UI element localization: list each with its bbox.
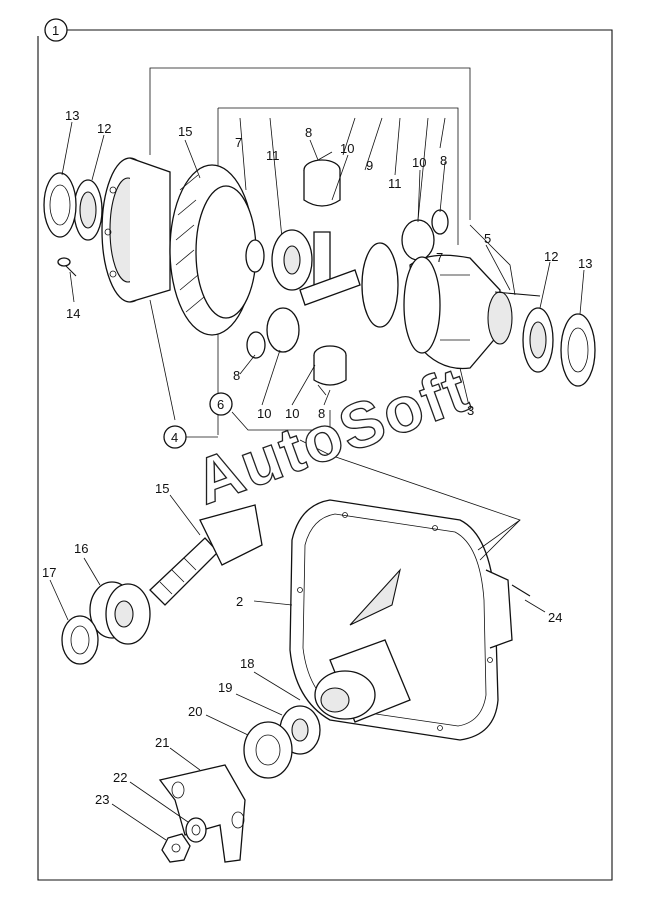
washer-22 <box>185 817 207 843</box>
part-label-21: 21 <box>155 735 169 750</box>
part-label-10: 10 <box>412 155 426 170</box>
part-label-11: 11 <box>266 148 280 163</box>
part-label-20: 20 <box>188 704 202 719</box>
yoke-flange <box>158 764 246 863</box>
part-label-14: 14 <box>66 306 80 321</box>
part-label-15: 15 <box>178 124 192 139</box>
group-label-4: 4 <box>171 430 178 445</box>
group-marker-4: 4 <box>163 425 187 449</box>
right-case-half <box>403 254 541 370</box>
part-label-24: 24 <box>548 610 562 625</box>
group-label-6: 6 <box>217 397 224 412</box>
part-label-7: 7 <box>436 250 443 265</box>
shim-17 <box>61 615 99 665</box>
part-label-22: 22 <box>113 770 127 785</box>
crown-gear-and-case <box>101 157 257 336</box>
part-label-12: 12 <box>544 249 558 264</box>
part-label-16: 16 <box>74 541 88 556</box>
axle-housing <box>289 499 531 741</box>
leader-lines <box>49 121 585 841</box>
part-label-18: 18 <box>240 656 254 671</box>
part-label-3: 3 <box>467 403 474 418</box>
part-label-19: 19 <box>218 680 232 695</box>
part-label-8: 8 <box>440 153 447 168</box>
differential-gears <box>245 151 449 396</box>
nut-23 <box>161 833 191 863</box>
group-brackets <box>149 67 516 438</box>
part-label-7: 7 <box>235 135 242 150</box>
part-label-15: 15 <box>155 481 169 496</box>
group-marker-6: 6 <box>209 392 233 416</box>
oil-seal <box>243 721 293 779</box>
part-label-17: 17 <box>42 565 56 580</box>
part-label-13: 13 <box>65 108 79 123</box>
bearing-left <box>73 179 103 241</box>
part-labels: 13 12 15 7 11 8 10 9 11 10 8 5 7 12 13 1… <box>42 108 592 807</box>
adjusting-nut-left <box>43 172 77 238</box>
group-marker-1: 1 <box>44 18 68 42</box>
part-label-8: 8 <box>318 406 325 421</box>
part-label-5: 5 <box>484 231 491 246</box>
part-label-12: 12 <box>97 121 111 136</box>
bearing-right <box>522 307 554 373</box>
diagram-frame <box>37 29 613 881</box>
part-label-11: 11 <box>388 176 402 191</box>
part-label-10: 10 <box>257 406 271 421</box>
part-label-23: 23 <box>95 792 109 807</box>
assembly-link-line <box>299 439 521 561</box>
part-label-8: 8 <box>305 125 312 140</box>
part-label-13: 13 <box>578 256 592 271</box>
bolt-14 <box>57 257 77 277</box>
part-label-2: 2 <box>236 594 243 609</box>
drive-pinion <box>149 504 263 606</box>
part-label-10: 10 <box>285 406 299 421</box>
pinion-bearing <box>89 581 151 645</box>
part-label-10: 10 <box>340 141 354 156</box>
group-label-1: 1 <box>52 23 59 38</box>
part-label-9: 9 <box>366 158 373 173</box>
adjusting-nut-right <box>560 313 596 387</box>
part-label-8: 8 <box>233 368 240 383</box>
